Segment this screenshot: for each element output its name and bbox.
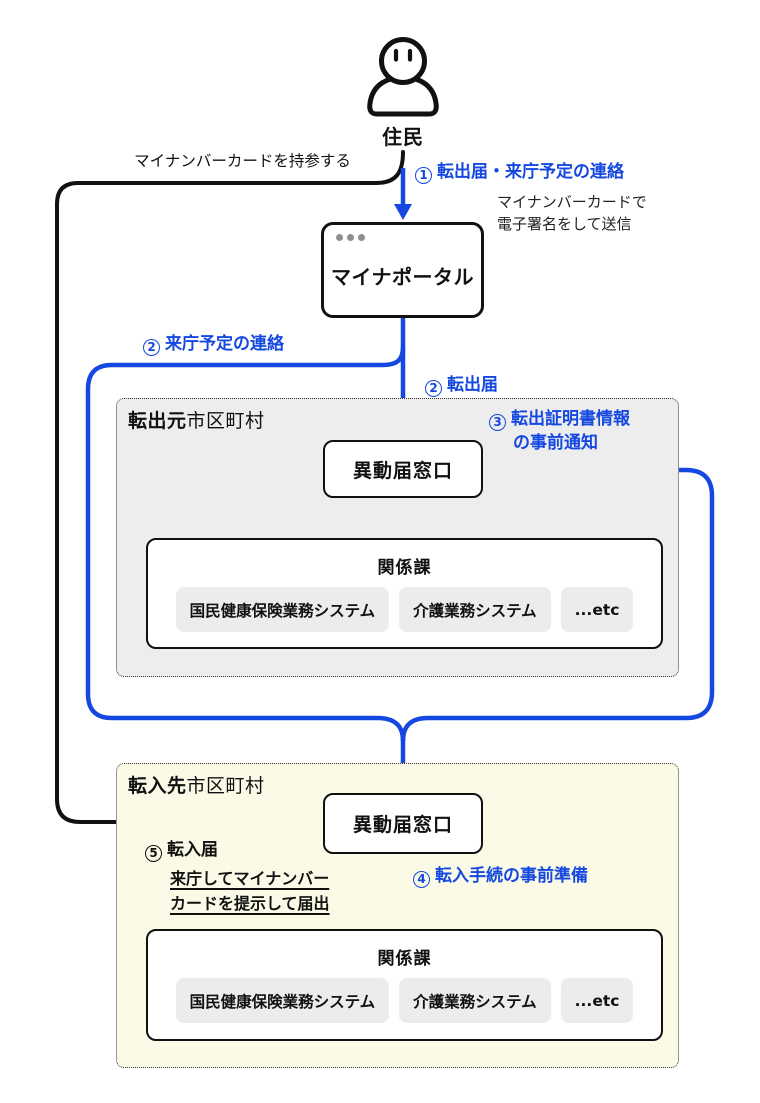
person-icon: [367, 37, 439, 117]
step2a-number-icon: 2: [143, 338, 160, 356]
system-chip-row: 国民健康保険業務システム 介護業務システム ...etc: [148, 587, 661, 632]
browser-dots-icon: [336, 234, 365, 241]
destination-related-dept-box: 関係課 国民健康保険業務システム 介護業務システム ...etc: [146, 929, 663, 1041]
step1-number-icon: 1: [415, 166, 432, 184]
step1-arrow: [394, 168, 412, 220]
system-chip: 介護業務システム: [399, 587, 551, 632]
destination-window-box: 異動届窓口: [323, 793, 483, 854]
bring-card-note: マイナンバーカードを持参する: [134, 152, 351, 170]
source-window-box: 異動届窓口: [323, 440, 483, 498]
arrowhead-down-icon: [394, 204, 412, 220]
system-chip: 国民健康保険業務システム: [175, 978, 390, 1023]
system-chip: 介護業務システム: [399, 978, 551, 1023]
step4-number-icon: 4: [413, 870, 430, 888]
myna-portal-window[interactable]: マイナポータル: [321, 222, 484, 318]
system-chip: ...etc: [560, 978, 634, 1023]
source-municipality-title: 転出元市区町村: [128, 410, 265, 432]
portal-label: マイナポータル: [330, 265, 475, 289]
step5-number-icon: 5: [145, 844, 162, 862]
system-chip-row: 国民健康保険業務システム 介護業務システム ...etc: [148, 978, 661, 1023]
destination-municipality-title: 転入先市区町村: [128, 775, 265, 797]
system-chip: ...etc: [560, 587, 634, 632]
esign-note: マイナンバーカードで 電子署名をして送信: [497, 193, 647, 233]
source-related-dept-box: 関係課 国民健康保険業務システム 介護業務システム ...etc: [146, 538, 663, 649]
related-dept-title: 関係課: [377, 949, 432, 969]
step3-number-icon: 3: [489, 413, 506, 431]
actor-label: 住民: [382, 125, 424, 149]
related-dept-title: 関係課: [377, 558, 432, 578]
step2b-number-icon: 2: [425, 379, 442, 397]
visit-note: 来庁してマイナンバー カードを提示して届出: [170, 869, 330, 913]
system-chip: 国民健康保険業務システム: [175, 587, 390, 632]
